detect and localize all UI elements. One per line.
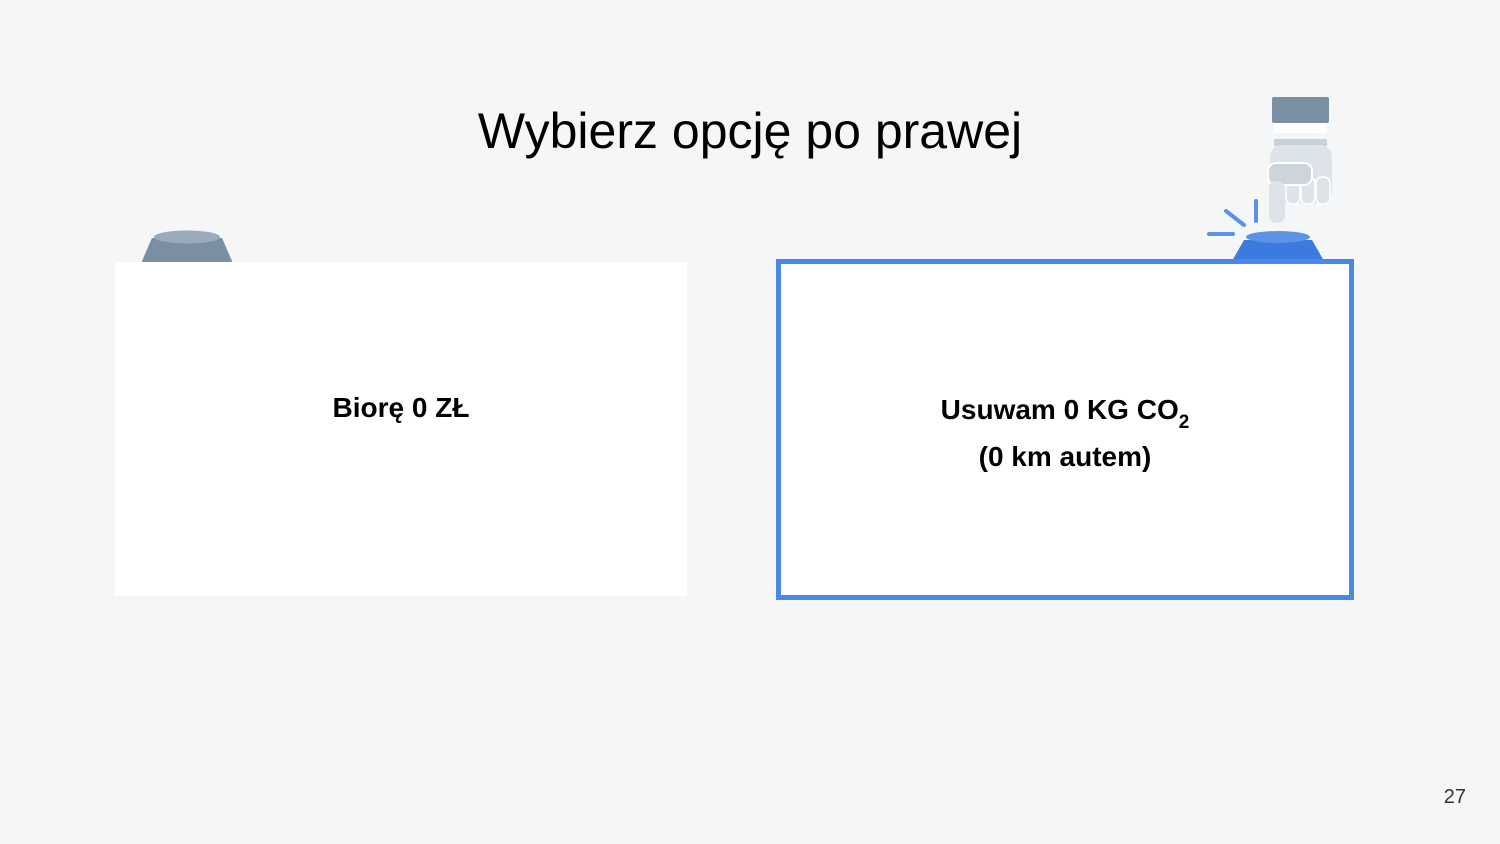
- option-left-label: Biorę 0 ZŁ: [332, 392, 470, 423]
- slide-title: Wybierz opcję po prawej: [477, 103, 1023, 159]
- option-right-line1: Usuwam 0 KG CO2: [941, 388, 1190, 435]
- hand-pressing-button-icon: [1207, 97, 1332, 261]
- push-button-icon: [142, 230, 232, 263]
- option-right-label: Usuwam 0 KG CO2 (0 km autem): [941, 388, 1190, 478]
- option-right-main-text: Usuwam 0 KG CO: [940, 394, 1179, 425]
- option-left-card[interactable]: Biorę 0 ZŁ: [115, 262, 687, 596]
- co2-subscript: 2: [1178, 412, 1190, 433]
- page-number: 27: [1443, 786, 1466, 808]
- option-right-line2: (0 km autem): [978, 441, 1152, 472]
- option-right-card[interactable]: Usuwam 0 KG CO2 (0 km autem): [776, 259, 1354, 600]
